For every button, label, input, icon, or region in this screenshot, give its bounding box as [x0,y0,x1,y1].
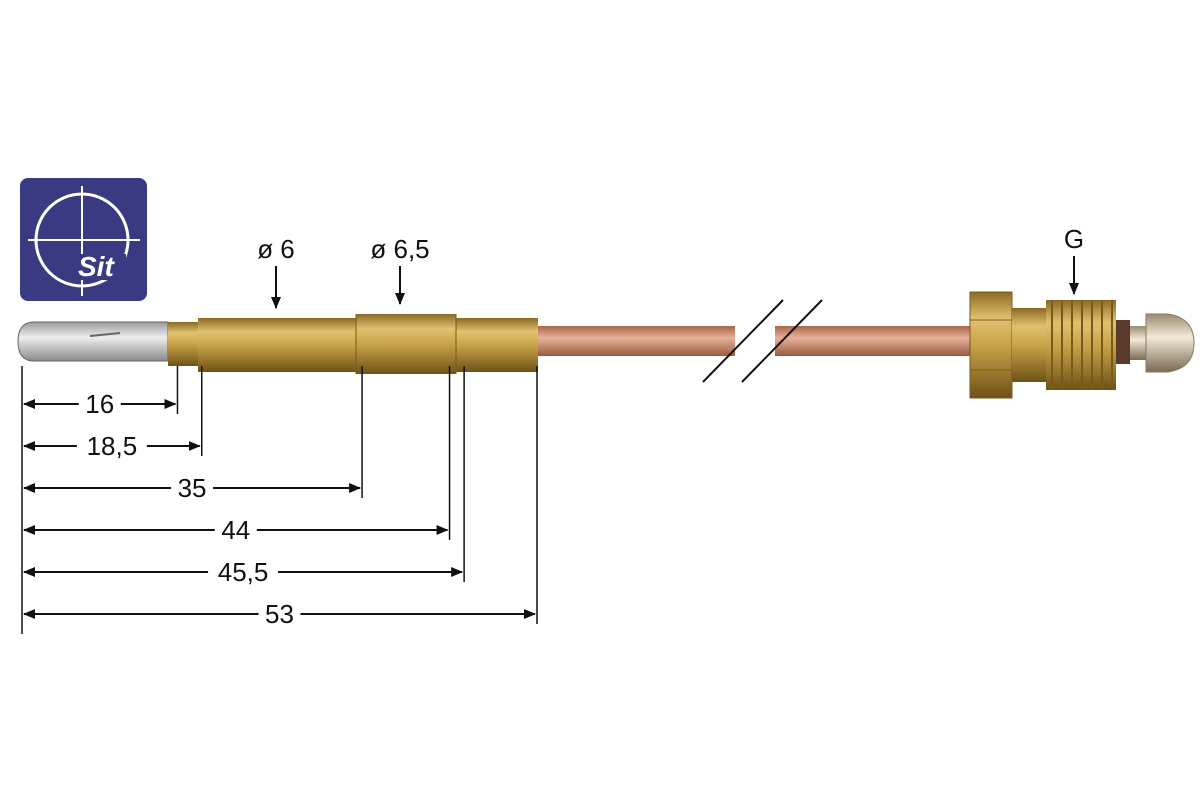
dimension-label: 44 [221,515,250,545]
fitting-contact-cap [1145,313,1195,373]
brass-body [168,314,538,374]
logo-text: Sit [78,251,115,282]
tube-break-line-left [702,299,784,383]
brass-section-end [456,318,538,372]
callout-thread-label: G [1064,224,1084,254]
fitting-thread [1046,300,1116,390]
dimension-label: 18,5 [87,431,138,461]
sit-logo: Sit [20,178,147,301]
dimension-label: 45,5 [218,557,269,587]
callout-tip-diameter: ø 6 [257,234,295,309]
copper-tube [538,299,976,383]
dimension-label: 53 [265,599,294,629]
dimension-lines: 16 18,5 35 44 45,5 53 [21,366,538,634]
logo-text-backing [80,254,126,280]
brass-section-d65 [356,314,456,374]
fitting [969,291,1195,399]
fitting-neck [1012,308,1046,382]
callout-thread: G [1064,224,1084,295]
dimension-label: 16 [85,389,114,419]
fitting-washer [1116,320,1130,364]
dimension-label: 35 [178,473,207,503]
brass-section-d6 [198,318,356,372]
copper-tube-left-segment [538,326,770,356]
callout-tip-diameter-label: ø 6 [257,234,295,264]
sensor-tip-body [17,321,169,362]
sensor-tip-mark [89,332,121,337]
fitting-hex-nut [969,291,1013,399]
copper-tube-right-segment [756,326,976,356]
tube-break-line-right [741,299,823,383]
fitting-contact-base [1130,326,1146,360]
brass-collar [168,322,198,366]
callout-body-diameter-label: ø 6,5 [370,234,429,264]
sensor-tip [17,321,169,362]
callout-body-diameter: ø 6,5 [370,234,430,305]
thread-grooves [1051,300,1113,390]
